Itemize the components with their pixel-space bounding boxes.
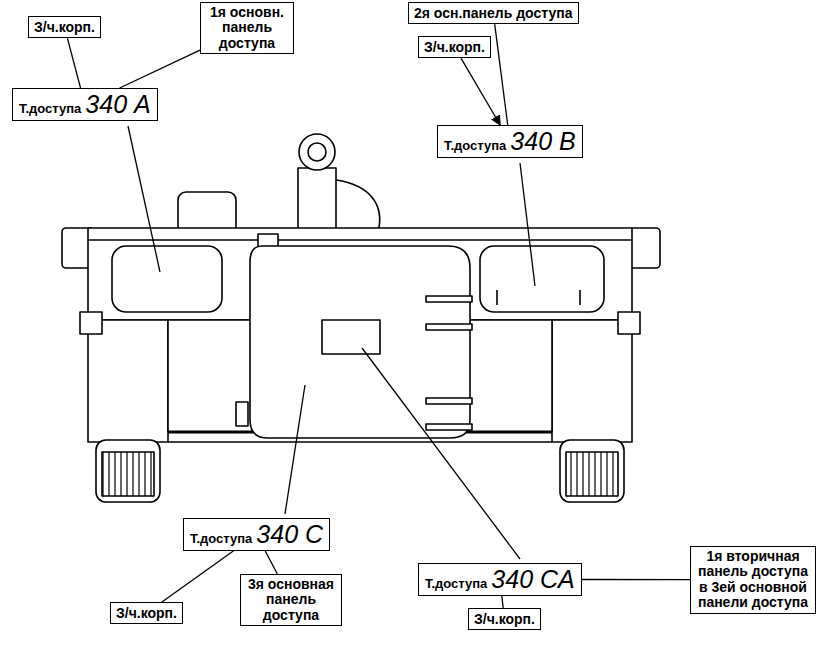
leader-line xyxy=(582,579,690,580)
leader-line xyxy=(495,24,508,125)
leader-line xyxy=(120,50,200,88)
leader-line xyxy=(461,58,500,125)
access-point-box: Т.доступа 340 B xyxy=(437,125,583,158)
access-point-number: 340 B xyxy=(510,127,575,155)
access-point-box: Т.доступа 340 A xyxy=(12,88,158,121)
label-text: Т.доступа xyxy=(444,138,506,153)
panel-label: 1я основн. панель доступа xyxy=(200,2,294,54)
label-text: Т.доступа xyxy=(190,531,252,546)
panel-label: 1я вторичная панель доступа в 3ей основн… xyxy=(690,546,816,614)
access-point-box: Т.доступа 340 C xyxy=(183,518,330,551)
access-point-number: 340 CA xyxy=(491,565,574,593)
label-text: 1я вторичная панель доступа в 3ей основн… xyxy=(698,548,808,610)
leader-line xyxy=(502,596,503,608)
label-text: Т.доступа xyxy=(19,101,81,116)
panel-label: 3я основная панель доступа xyxy=(240,574,342,626)
hull-part-label: З/ч.корп. xyxy=(28,16,101,38)
label-text: З/ч.корп. xyxy=(424,39,485,55)
leader-line xyxy=(162,551,234,602)
label-text: 2я осн.панель доступа xyxy=(414,5,573,21)
access-point-box: Т.доступа 340 CA xyxy=(418,563,582,596)
hull-part-label: З/ч.корп. xyxy=(110,602,183,624)
panel-label: 2я осн.панель доступа xyxy=(408,2,579,24)
label-text: З/ч.корп. xyxy=(34,19,95,35)
access-point-number: 340 A xyxy=(85,90,150,118)
leader-line xyxy=(265,551,277,574)
access-point-number: 340 C xyxy=(256,520,323,548)
leader-lines xyxy=(128,126,535,559)
leader-line xyxy=(67,38,80,88)
label-text: З/ч.корп. xyxy=(474,611,535,627)
hull-part-label: З/ч.корп. xyxy=(418,36,491,58)
label-text: 3я основная панель доступа xyxy=(248,576,334,623)
label-text: 1я основн. панель доступа xyxy=(210,4,284,51)
label-text: З/ч.корп. xyxy=(116,605,177,621)
hull-part-label: З/ч.корп. xyxy=(468,608,541,630)
label-text: Т.доступа xyxy=(425,576,487,591)
